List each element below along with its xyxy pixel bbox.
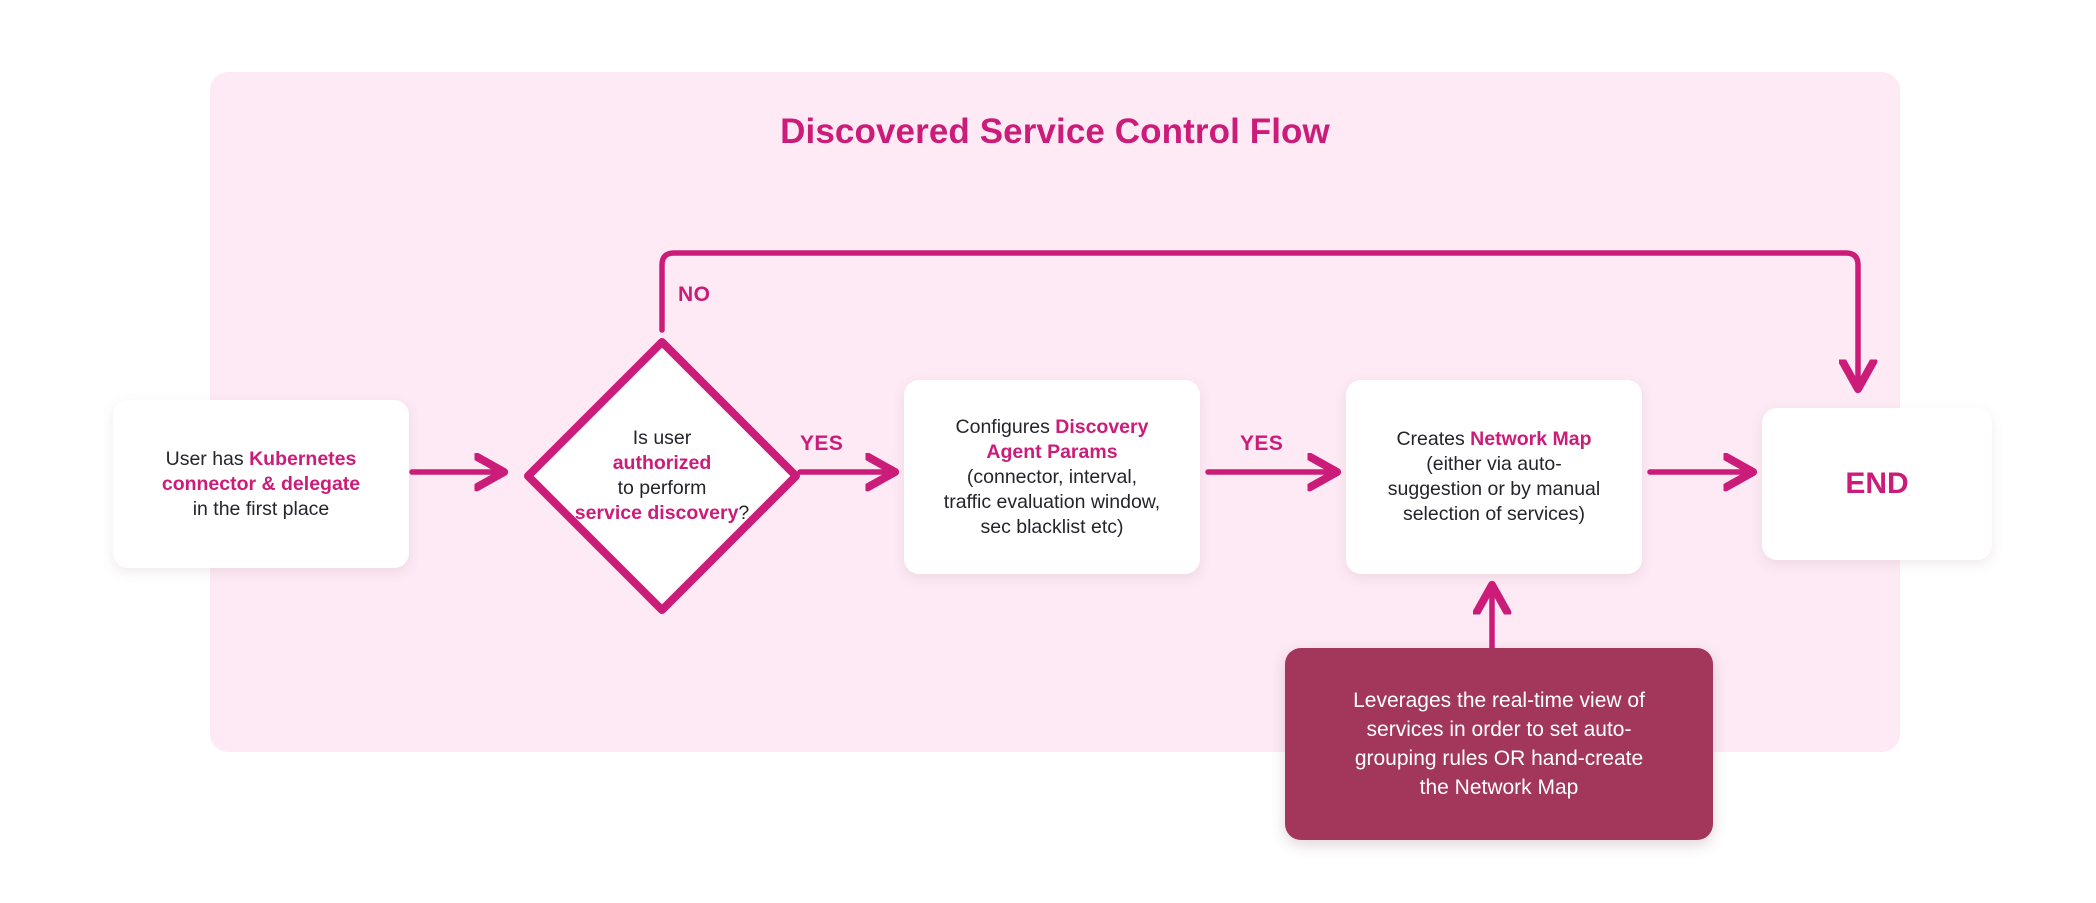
- leverages-note[interactable]: Leverages the real-time view of services…: [1285, 648, 1713, 840]
- start-line1-highlight: Kubernetes: [249, 447, 357, 470]
- start-line3-plain: in the first place: [192, 497, 330, 520]
- decision-line3-plain: to perform: [617, 477, 707, 499]
- note-line1: Leverages the real-time view of: [1353, 689, 1645, 712]
- decision-line1-plain: Is user: [632, 427, 692, 449]
- decision-line4-plain: ?: [738, 502, 750, 524]
- edge-label-no: NO: [678, 283, 711, 306]
- note-line3: grouping rules OR hand-create: [1354, 747, 1644, 770]
- configure-line5-plain: sec blacklist etc): [980, 515, 1124, 538]
- note-line2: services in order to set auto-: [1366, 718, 1632, 741]
- decision-diamond-label: Is user authorized to perform service di…: [516, 330, 808, 622]
- edge-label-yes-2: YES: [1240, 432, 1284, 455]
- start-box[interactable]: User has Kubernetes connector & delegate…: [113, 400, 409, 568]
- configure-line1-plain: Configures: [955, 415, 1056, 438]
- start-line2-highlight: connector & delegate: [161, 472, 361, 495]
- configure-line1-highlight: Discovery: [1055, 415, 1149, 438]
- configure-line4-plain: traffic evaluation window,: [943, 490, 1161, 513]
- decision-line4-highlight: service discovery: [574, 502, 739, 524]
- network-map-box-text: Creates Network Map (either via auto- su…: [1374, 427, 1614, 527]
- configure-line3-plain: (connector, interval,: [966, 465, 1138, 488]
- netmap-line1-highlight: Network Map: [1470, 428, 1592, 450]
- decision-text: Is user authorized to perform service di…: [575, 426, 750, 526]
- decision-diamond[interactable]: Is user authorized to perform service di…: [516, 330, 808, 622]
- decision-diamond-shape: [524, 338, 800, 614]
- create-network-map-box[interactable]: Creates Network Map (either via auto- su…: [1346, 380, 1642, 574]
- netmap-line1-plain: Creates: [1396, 428, 1471, 450]
- configure-box-text: Configures Discovery Agent Params (conne…: [930, 415, 1174, 540]
- page-title: Discovered Service Control Flow: [780, 112, 1330, 151]
- netmap-line4-plain: selection of services): [1402, 503, 1586, 525]
- end-box[interactable]: END: [1762, 408, 1992, 560]
- end-box-label: END: [1845, 467, 1909, 500]
- start-box-text: User has Kubernetes connector & delegate…: [148, 447, 374, 522]
- netmap-line3-plain: suggestion or by manual: [1387, 478, 1601, 500]
- note-line4: the Network Map: [1419, 776, 1579, 799]
- leverages-note-text: Leverages the real-time view of services…: [1335, 686, 1663, 802]
- configure-line2-highlight: Agent Params: [986, 440, 1118, 463]
- netmap-line2-plain: (either via auto-: [1426, 453, 1562, 475]
- start-line1-plain: User has: [165, 447, 250, 470]
- decision-line2-highlight: authorized: [612, 452, 712, 474]
- edge-label-yes-1: YES: [800, 432, 844, 455]
- configure-discovery-agent-box[interactable]: Configures Discovery Agent Params (conne…: [904, 380, 1200, 574]
